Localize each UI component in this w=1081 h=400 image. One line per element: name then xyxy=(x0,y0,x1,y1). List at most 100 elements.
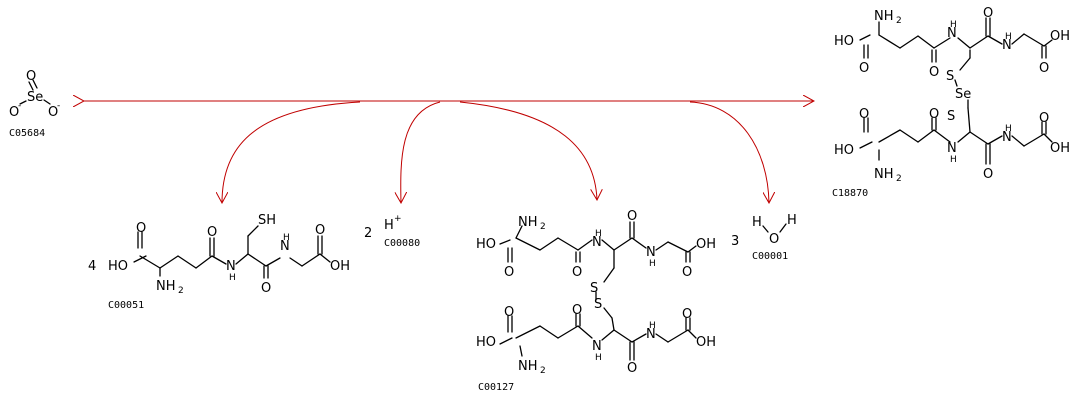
svg-text:O: O xyxy=(682,307,692,322)
compound-water: 3 H O H C00001 xyxy=(731,213,797,262)
svg-text:H: H xyxy=(950,155,957,165)
water-id: C00001 xyxy=(752,251,788,262)
svg-text:H: H xyxy=(595,229,602,239)
svg-text:O: O xyxy=(929,107,939,122)
disulfide-sulfur-lower: S xyxy=(594,297,602,312)
selenite-charge-right: - xyxy=(57,101,60,111)
compound-glutathione: 4 O HO NH 2 O N H SH xyxy=(88,213,350,311)
svg-text:N: N xyxy=(592,339,602,354)
svg-text:OH: OH xyxy=(1050,29,1070,44)
svg-text:O: O xyxy=(504,305,514,320)
svg-text:2: 2 xyxy=(540,366,546,376)
bridge-sulfur-lower: S xyxy=(947,109,955,124)
selenite-oxygen-left: O xyxy=(9,105,19,120)
water-coefficient: 3 xyxy=(731,234,739,249)
selenodiglutathione-bridge: S Se S xyxy=(946,69,971,133)
svg-text:O: O xyxy=(983,167,993,182)
svg-text:H: H xyxy=(229,273,236,283)
proton-coefficient: 2 xyxy=(364,226,372,241)
selenite-oxygen-right: O xyxy=(48,105,58,120)
svg-text:H: H xyxy=(950,20,957,30)
svg-text:N: N xyxy=(1002,130,1012,145)
selenite-selenium: Se xyxy=(27,90,43,105)
svg-text:NH: NH xyxy=(874,9,894,24)
svg-text:H: H xyxy=(1005,124,1012,134)
svg-text:N: N xyxy=(1002,38,1012,53)
svg-text:O: O xyxy=(682,265,692,280)
selenodiglutathione-upper-half: NH 2 HO O O N H O N H O OH xyxy=(834,6,1070,80)
svg-text:H: H xyxy=(1005,32,1012,42)
compound-selenodiglutathione: NH 2 HO O O N H O N H O OH S Se S xyxy=(832,6,1070,199)
water-branch-arrow xyxy=(689,101,769,203)
water-hydrogen-left: H xyxy=(752,215,762,230)
svg-text:O: O xyxy=(572,303,582,318)
svg-text:N: N xyxy=(226,259,236,274)
svg-text:OH: OH xyxy=(330,259,350,274)
svg-text:O: O xyxy=(136,221,146,236)
svg-text:N: N xyxy=(947,26,957,41)
disulfide-sulfur-upper: S xyxy=(590,281,598,296)
svg-text:HO: HO xyxy=(476,237,496,252)
svg-text:O: O xyxy=(627,361,637,376)
svg-text:HO: HO xyxy=(834,143,854,158)
glutathione-coefficient: 4 xyxy=(88,259,96,274)
svg-text:O: O xyxy=(504,265,514,280)
svg-text:O: O xyxy=(1039,61,1049,76)
disulfide-branch-arrow xyxy=(459,101,597,200)
svg-text:O: O xyxy=(627,209,637,224)
selenodiglutathione-id: C18870 xyxy=(832,188,868,199)
svg-text:SH: SH xyxy=(258,213,276,228)
disulfide-bridge: S S xyxy=(590,281,615,331)
svg-text:OH: OH xyxy=(696,237,716,252)
selenite-id: C05684 xyxy=(9,128,45,139)
svg-text:HO: HO xyxy=(834,34,854,49)
compound-selenite: O Se O - O - C05684 xyxy=(9,69,60,139)
bridge-sulfur-upper: S xyxy=(946,69,954,84)
compound-glutathione-disulfide: NH 2 HO O O N H O N H O OH S S xyxy=(476,209,716,393)
compound-proton: 2 H + C00080 xyxy=(364,214,420,249)
svg-text:O: O xyxy=(207,225,217,240)
bridge-selenium: Se xyxy=(955,87,971,102)
svg-text:O: O xyxy=(572,265,582,280)
svg-text:NH: NH xyxy=(156,279,176,294)
proton-hydrogen: H xyxy=(384,218,394,233)
svg-text:NH: NH xyxy=(518,359,538,374)
water-oxygen: O xyxy=(769,232,779,247)
reaction-arrows xyxy=(84,101,814,203)
selenite-bonds xyxy=(19,79,51,105)
svg-text:HO: HO xyxy=(108,259,128,274)
glutathione-id: C00051 xyxy=(108,300,144,311)
svg-text:O: O xyxy=(315,223,325,238)
selenite-oxygen-top: O xyxy=(26,69,36,84)
svg-text:2: 2 xyxy=(178,286,184,296)
svg-text:N: N xyxy=(280,239,290,254)
svg-text:N: N xyxy=(592,235,602,250)
water-hydrogen-right: H xyxy=(787,213,797,228)
svg-text:N: N xyxy=(646,327,656,342)
glutathione-branch-arrow xyxy=(222,101,361,203)
svg-text:O: O xyxy=(929,65,939,80)
glutathione-disulfide-id: C00127 xyxy=(478,382,514,393)
svg-text:2: 2 xyxy=(896,174,902,184)
proton-charge: + xyxy=(394,214,402,224)
disulfide-upper-half: NH 2 HO O O N H O N H O OH xyxy=(476,209,716,283)
svg-text:OH: OH xyxy=(696,335,716,350)
svg-text:NH: NH xyxy=(874,167,894,182)
svg-text:N: N xyxy=(947,141,957,156)
proton-branch-arrow xyxy=(401,101,441,203)
svg-text:2: 2 xyxy=(896,16,902,26)
svg-text:OH: OH xyxy=(1050,141,1070,156)
svg-text:O: O xyxy=(261,281,271,296)
selenodiglutathione-lower-half: O HO NH 2 O N H O N H O OH xyxy=(834,107,1070,184)
svg-text:H: H xyxy=(649,321,656,331)
svg-text:H: H xyxy=(649,259,656,269)
proton-id: C00080 xyxy=(384,238,420,249)
svg-text:O: O xyxy=(859,61,869,76)
disulfide-lower-half: O HO NH 2 O N H O N H O OH xyxy=(476,303,716,376)
svg-text:N: N xyxy=(646,245,656,260)
svg-text:H: H xyxy=(595,353,602,363)
svg-text:2: 2 xyxy=(540,222,546,232)
svg-text:O: O xyxy=(983,6,993,21)
